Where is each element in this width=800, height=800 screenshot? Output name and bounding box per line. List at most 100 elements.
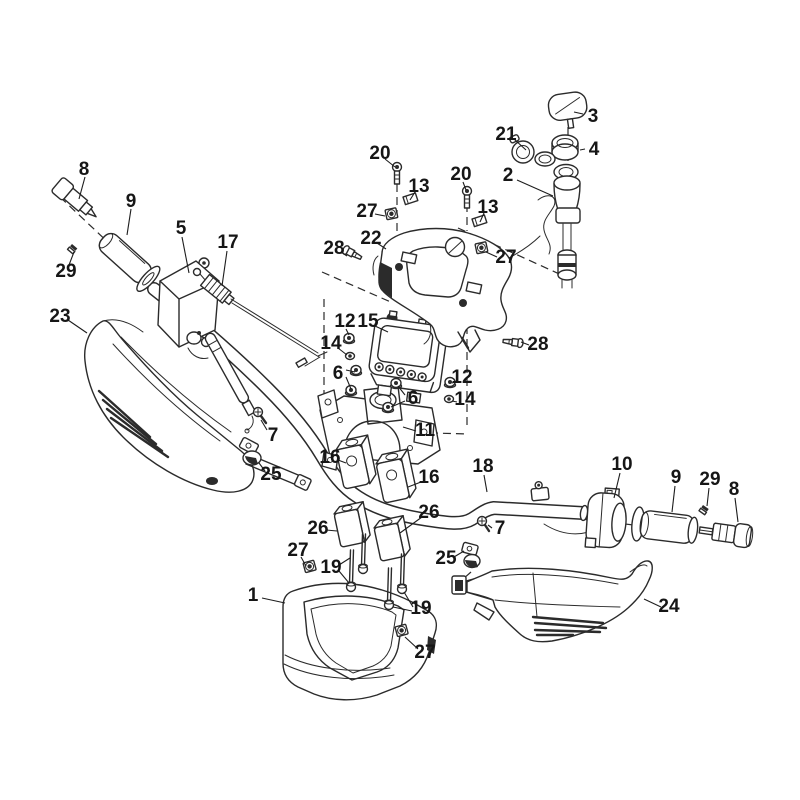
callout-number: 12 [451,367,472,388]
callout-leader-line [374,325,389,333]
callout-leader-line [399,516,423,534]
tapping-screw-right [502,337,524,349]
callout-number: 26 [307,518,328,539]
callout-number: 29 [55,261,76,282]
callout-number: 11 [415,420,436,441]
callout-number: 4 [589,139,600,160]
callout-leader-line [68,251,75,266]
throttle-cable [192,267,328,369]
callout-leader-line [734,497,739,523]
left-bar-end [51,177,97,218]
callout-leader-line [487,524,493,529]
callout-number: 14 [320,333,342,354]
callout-number: 6 [333,363,344,384]
callout-leader-line [345,376,352,390]
callout-leader-line [520,341,530,346]
switch-body [553,163,581,289]
lever-cable [204,332,257,434]
callout-leader-line [397,385,406,396]
callout-leader-line [337,347,348,356]
right-grip-clip [698,505,709,516]
callout-leader-line [453,550,465,558]
callout-leader-line [392,606,413,612]
left-grip [98,232,161,292]
callout-number: 27 [287,540,308,561]
callout-leader-line [479,212,485,223]
callout-number: 20 [450,164,471,185]
callout-leader-line [337,459,347,464]
callout-leader-line [407,481,422,488]
callout-leader-line [67,319,88,334]
callout-number: 19 [320,557,341,578]
cover-screw-right [461,185,473,209]
callout-leader-line [404,636,419,650]
callout-leader-line [513,138,527,151]
callout-number: 25 [260,464,282,485]
dash-cover [372,195,556,353]
left-guard-screw [252,406,268,425]
callout-leader-line [376,242,387,250]
lower-clamp-right [373,514,411,562]
callout-number: 28 [527,334,548,355]
callout-leader-line [78,176,86,200]
callout-leader-line [516,179,554,197]
callout-leader-line [706,487,710,507]
callout-number: 16 [418,467,439,488]
switch-ring [551,134,579,161]
right-grip [639,510,699,544]
callout-leader-line [258,462,266,472]
callout-number: 26 [418,502,439,523]
key-cap [547,91,588,129]
callout-number: 5 [176,218,187,239]
callout-leader-line [390,400,406,408]
callout-leader-line [485,251,498,258]
callout-number: 27 [356,201,377,222]
throttle-housing [584,487,627,549]
callout-number: 8 [729,479,740,500]
ignition-switch-assembly [508,91,588,289]
callout-number: 1 [248,585,259,606]
callout-leader-line [451,400,458,403]
right-guard-mount [461,541,481,569]
callout-leader-line [451,380,459,384]
clamp-bolts [345,533,408,611]
callout-leader-line [462,181,467,191]
callout-leader-line [261,597,286,604]
callout-number: 18 [472,456,493,477]
callout-leader-line [340,251,348,257]
callout-leader-line [345,369,356,373]
left-guard-mount [238,437,262,466]
callout-leader-line [643,598,662,608]
callout-leader-line [181,236,190,274]
left-grip-clip [66,244,78,255]
callout-number: 14 [454,389,476,410]
callout-leader-line [671,485,676,513]
trim-clip-right [471,214,488,228]
handlebar-tube [147,282,590,535]
callout-number: 27 [414,642,435,663]
callout-number: 6 [408,388,419,409]
callout-leader-line [325,529,338,532]
indicator-lights [374,362,427,382]
callout-number: 12 [334,311,355,332]
upper-riser-clamp-left [335,434,377,490]
callout-number: 17 [217,232,238,253]
mounting-nuts [342,332,457,414]
callout-number: 3 [588,106,599,127]
callout-leader-line [579,148,586,151]
callout-leader-line [338,570,350,584]
callout-number: 9 [126,191,137,212]
callout-number: 19 [410,598,431,619]
callout-leader-line [613,472,621,499]
callout-number: 13 [408,176,429,197]
callout-number: 20 [369,143,390,164]
handguard-vent-slots [531,615,608,637]
callout-leader-line [384,158,396,168]
callout-leader-line [483,474,488,493]
callout-leader-line [126,208,132,236]
front-cover [282,582,437,701]
callout-leader-line [402,426,417,432]
callout-number: 22 [360,228,381,249]
